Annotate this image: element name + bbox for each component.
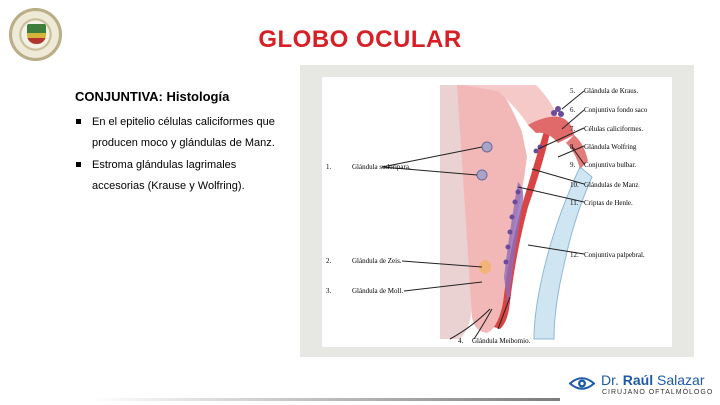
brand-subtitle: CIRUJANO OFTALMÓLOGO <box>602 389 714 396</box>
eyelash <box>449 308 491 340</box>
label-num-11: 11. <box>570 199 579 207</box>
label-meibomian-gland: Glándula Meibomio. <box>472 337 531 345</box>
sweat-gland <box>481 141 493 153</box>
bulbar-conjunctiva <box>566 135 588 169</box>
label-goblet-cells: Células caliciformes. <box>584 125 643 133</box>
brand-prefix: Dr. <box>601 372 619 388</box>
fornix <box>528 116 574 143</box>
cornea <box>533 166 593 340</box>
eyelash <box>473 308 493 340</box>
section-heading: CONJUNTIVA: Histología <box>75 89 230 104</box>
label-num-8: 8. <box>570 143 576 151</box>
label-num-9: 9. <box>570 161 576 169</box>
label-bulbar-conjunctiva: Conjuntiva bulbar. <box>584 161 636 169</box>
label-henle-crypts: Criptas de Henle. <box>584 199 633 207</box>
label-num-6: 6. <box>570 106 576 114</box>
label-num-3: 3. <box>326 287 332 295</box>
label-num-5: 5. <box>570 87 576 95</box>
label-fornix: Conjuntiva fondo saco <box>584 106 648 114</box>
sweat-gland <box>476 169 488 181</box>
label-num-12: 12. <box>570 251 579 259</box>
footer-divider <box>90 398 560 401</box>
brand-logo: Dr. Raúl Salazar CIRUJANO OFTALMÓLOGO <box>565 370 715 400</box>
label-num-1: 1. <box>326 163 332 171</box>
crest-icon <box>27 24 46 44</box>
label-moll-gland: Glándula de Moll. <box>352 287 403 295</box>
zeis-gland <box>479 260 491 274</box>
slide-title: GLOBO OCULAR <box>258 26 462 53</box>
gland-dots <box>503 106 564 265</box>
label-krause-gland: Glándula de Kraus. <box>584 87 638 95</box>
label-num-4: 4. <box>458 337 464 345</box>
brand-last-name: Salazar <box>657 372 705 388</box>
figure-canvas: 1. Glándula sudorípara. 2. Glándula de Z… <box>322 77 672 347</box>
label-zeis-gland: Glándula de Zeis. <box>352 257 402 265</box>
label-num-10: 10. <box>570 181 579 189</box>
label-manz-glands: Glándulas de Manz <box>584 181 638 189</box>
brand-name: Dr. Raúl Salazar <box>601 372 704 388</box>
label-num-2: 2. <box>326 257 332 265</box>
meibomian-gland <box>504 182 524 307</box>
eye-icon <box>569 377 595 390</box>
label-sweat-gland: Glándula sudorípara. <box>352 163 411 171</box>
label-palpebral-conjunctiva: Conjuntiva palpebral. <box>584 251 645 259</box>
brand-first-name: Raúl <box>622 372 654 388</box>
bullet-list: En el epitelio células caliciformes que … <box>75 112 290 198</box>
pointer-lines <box>381 90 585 330</box>
upper-tissue <box>462 85 558 133</box>
eyelid-dermis <box>457 85 527 333</box>
bullet-item: Estroma glándulas lagrimales accesorias … <box>75 155 290 197</box>
bullet-item: En el epitelio células caliciformes que … <box>75 112 290 154</box>
label-num-7: 7. <box>570 125 576 133</box>
institution-logo <box>9 8 62 61</box>
histology-figure: 1. Glándula sudorípara. 2. Glándula de Z… <box>300 65 694 357</box>
eyelid-diagram: 1. Glándula sudorípara. 2. Glándula de Z… <box>326 85 648 345</box>
label-wolfring-gland: Glándula Wolfring <box>584 143 637 151</box>
